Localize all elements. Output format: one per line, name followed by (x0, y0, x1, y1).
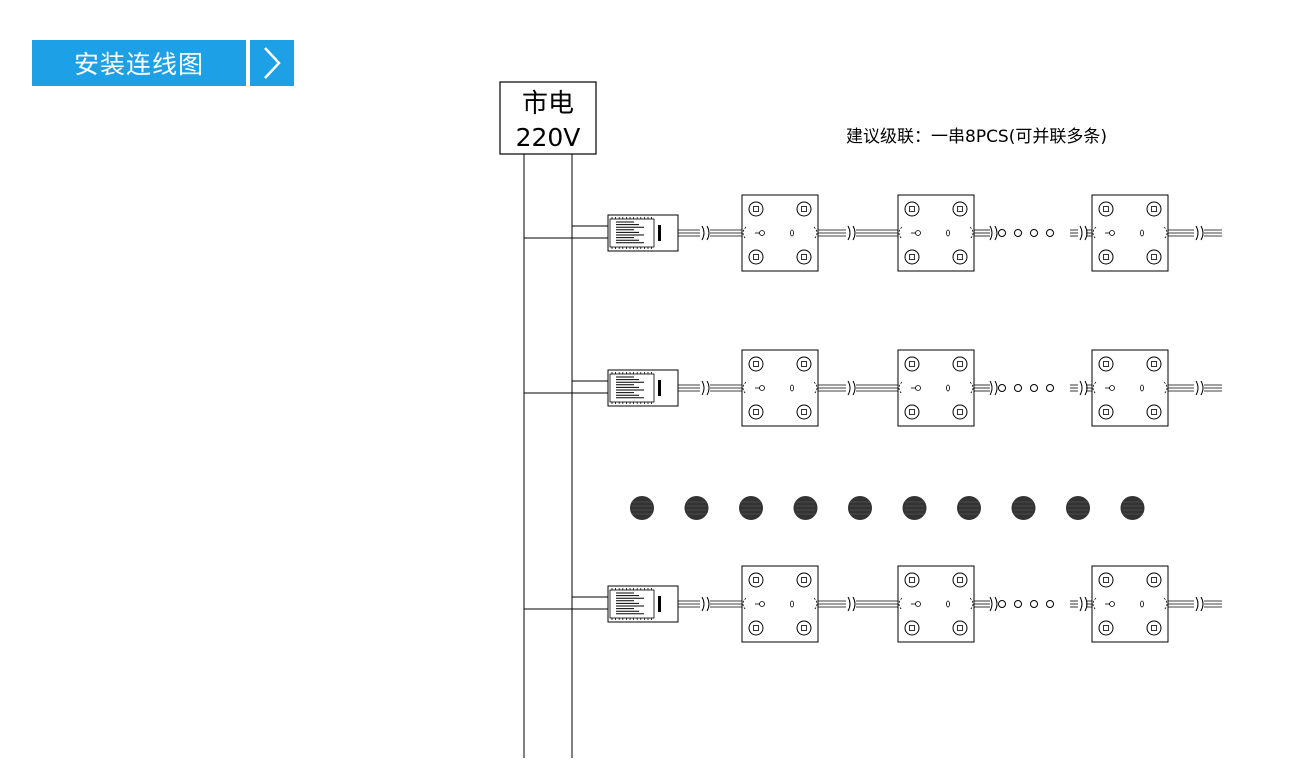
continuation-dot (630, 496, 654, 520)
cascade-note: 建议级联：一串8PCS(可并联多条) (846, 127, 1107, 147)
led-module (741, 194, 819, 272)
chevron-right-icon[interactable] (250, 40, 294, 86)
mains-box: 市电 220V (499, 81, 597, 155)
led-module (897, 565, 975, 643)
continuation-dot (1066, 496, 1090, 520)
led-module (897, 194, 975, 272)
led-module (1091, 194, 1169, 272)
led-module (741, 349, 819, 427)
led-driver (607, 214, 679, 252)
led-module (897, 349, 975, 427)
continuation-dot (1011, 496, 1036, 520)
continuation-dot (1120, 496, 1145, 520)
driver-row (524, 565, 1222, 643)
continuation-dot (848, 496, 872, 520)
continuation-dot (684, 496, 709, 520)
continuation-dot (957, 496, 981, 520)
mains-voltage: 220V (516, 123, 581, 152)
mains-label: 市电 (522, 89, 574, 119)
driver-row (524, 194, 1222, 272)
led-driver (607, 369, 679, 407)
continuation-dots (630, 496, 1145, 520)
continuation-dot (739, 496, 763, 520)
led-module (1091, 349, 1169, 427)
led-module (1091, 565, 1169, 643)
section-title: 安装连线图 (32, 40, 246, 86)
led-module (741, 565, 819, 643)
continuation-dot (902, 496, 927, 520)
led-driver (607, 585, 679, 623)
driver-row (524, 349, 1222, 427)
section-header: 安装连线图 (32, 40, 294, 86)
continuation-dot (793, 496, 818, 520)
